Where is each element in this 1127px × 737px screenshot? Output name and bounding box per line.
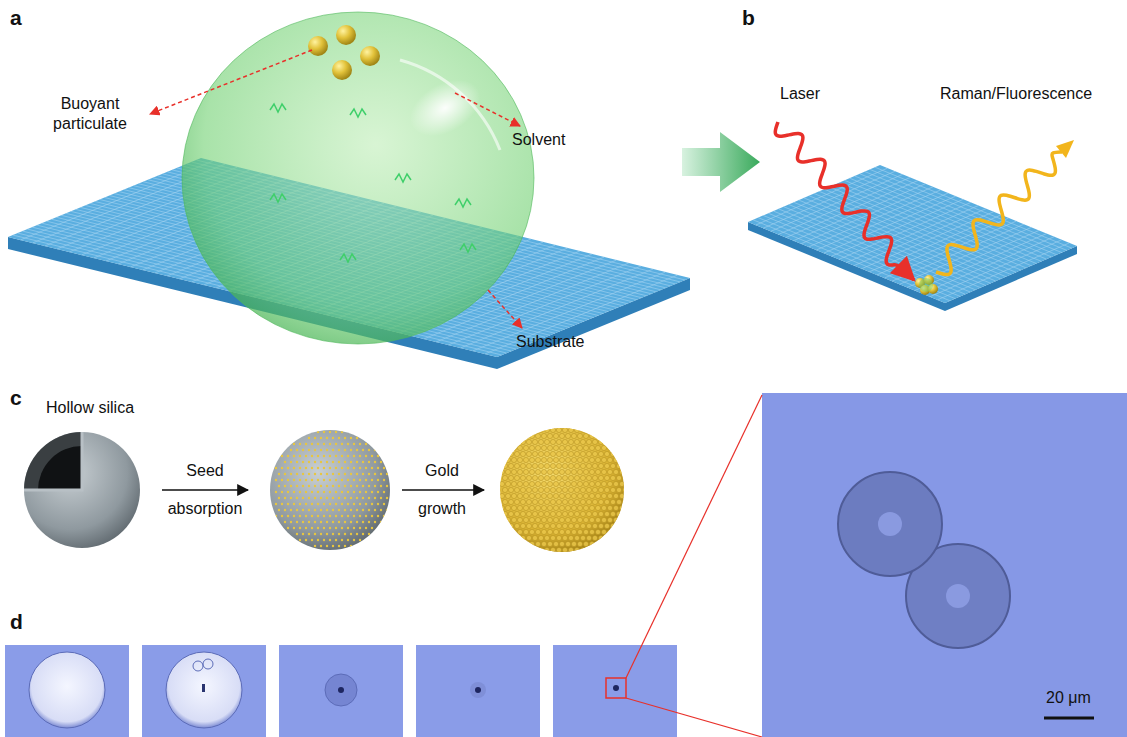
seeded-sphere	[270, 430, 390, 550]
micrograph-frame	[5, 645, 129, 737]
annotation: Hollow silica	[46, 398, 134, 418]
leader-arrow	[488, 290, 522, 328]
zoom-box	[606, 678, 626, 698]
arrow-head	[1056, 140, 1074, 158]
droplet-highlight	[400, 60, 500, 150]
annotation: 20 μm	[1046, 688, 1091, 708]
process-arrow	[402, 489, 484, 491]
panel-letter: b	[742, 6, 755, 30]
annotation: Substrate	[516, 332, 584, 352]
solvent-droplet	[182, 12, 534, 344]
particle-cluster	[915, 275, 938, 295]
micrograph	[762, 393, 1127, 737]
particle-image	[838, 472, 1010, 648]
micrograph-frame	[142, 645, 266, 737]
micrograph-frame	[553, 645, 677, 737]
process-arrow	[682, 132, 760, 192]
micrograph-frame	[279, 645, 403, 737]
annotation: Gold growth	[412, 452, 472, 528]
gold-shell-sphere	[499, 427, 627, 552]
panel-letter: c	[10, 386, 22, 410]
time-series	[5, 645, 677, 737]
process-arrow	[162, 489, 248, 491]
zoom-line	[626, 698, 762, 737]
micrograph-frame	[416, 645, 540, 737]
leader-arrow	[150, 50, 312, 114]
zoom-line	[626, 395, 762, 678]
annotation: Solvent	[512, 130, 565, 150]
annotation: Raman/Fluorescence	[940, 84, 1092, 104]
scale-bar	[1044, 717, 1094, 720]
annotation: Buoyant particulate	[34, 94, 146, 134]
buoyant-particles	[308, 25, 380, 80]
panel-letter: d	[10, 610, 23, 634]
annotation: Seed absorption	[165, 452, 245, 528]
annotation: Laser	[780, 84, 820, 104]
hollow-silica-sphere	[24, 432, 140, 548]
laser-beam	[775, 122, 914, 280]
emission-beam	[936, 152, 1062, 275]
molecules	[270, 104, 476, 262]
leader-arrow	[455, 93, 520, 126]
panel-letter: a	[10, 6, 22, 30]
